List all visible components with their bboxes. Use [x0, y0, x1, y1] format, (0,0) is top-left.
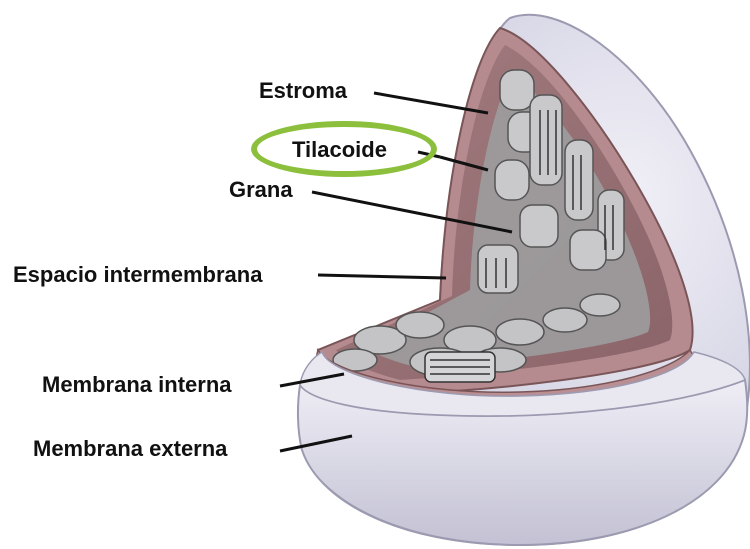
label-membrana-externa: Membrana externa — [33, 438, 227, 460]
leader-espacio-intermembrana — [318, 275, 446, 278]
label-tilacoide: Tilacoide — [292, 139, 387, 161]
label-grana: Grana — [229, 179, 293, 201]
granum-stack-front — [425, 352, 495, 382]
label-espacio-intermembrana: Espacio intermembrana — [13, 264, 262, 286]
label-estroma: Estroma — [259, 80, 347, 102]
label-membrana-interna: Membrana interna — [42, 374, 232, 396]
